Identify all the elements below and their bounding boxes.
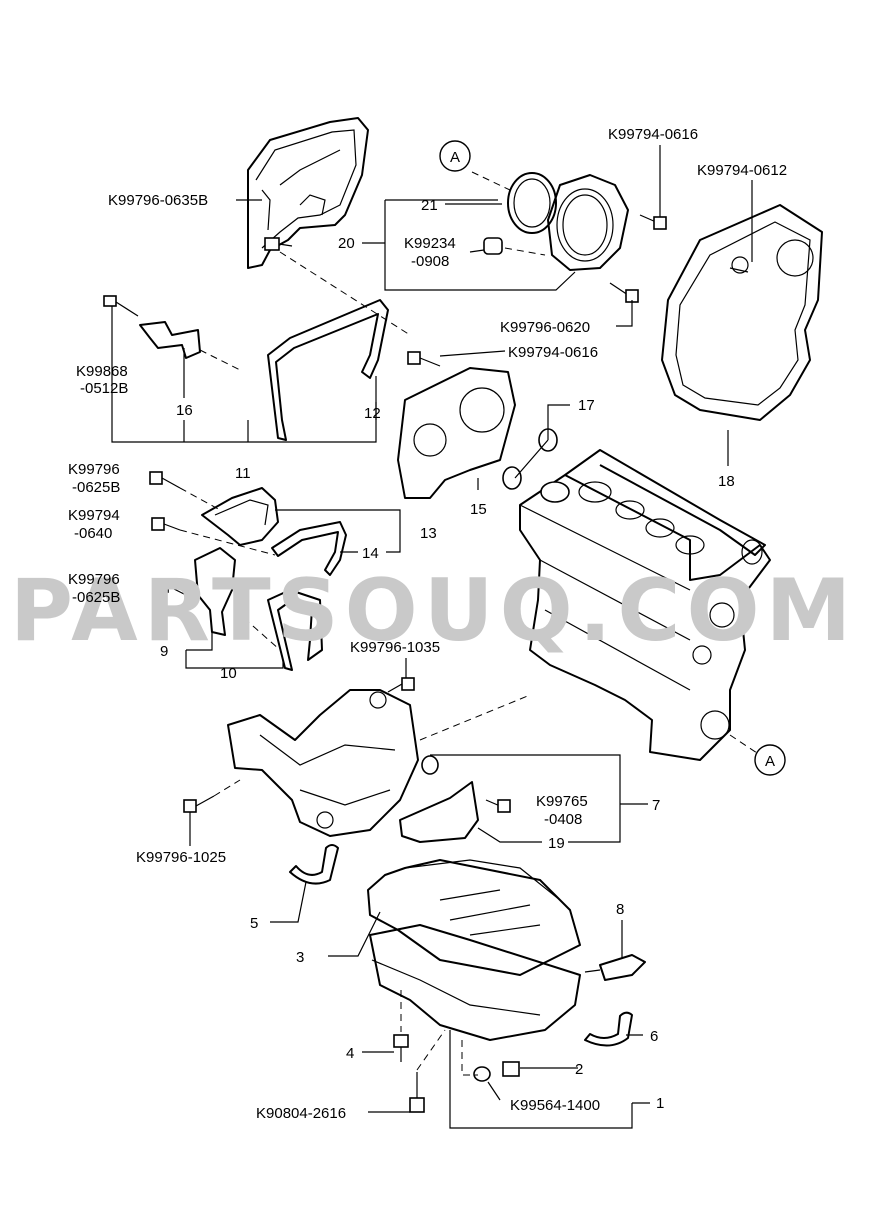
bolt-0616-mid[interactable] xyxy=(407,351,441,367)
callout-21[interactable]: 21 xyxy=(421,197,438,214)
ref-a-bottom-label: A xyxy=(765,753,775,770)
partno-k90804-2616[interactable]: K90804-2616 xyxy=(256,1105,346,1122)
partno-k99234-suffix[interactable]: -0908 xyxy=(411,253,449,270)
gasket-10[interactable] xyxy=(267,589,323,671)
partno-k99796-0635b[interactable]: K99796-0635B xyxy=(108,192,208,209)
bolt-2616[interactable] xyxy=(409,1072,425,1113)
callout-16[interactable]: 16 xyxy=(176,402,193,419)
partno-k99868[interactable]: K99868 xyxy=(76,363,128,380)
callout-5[interactable]: 5 xyxy=(250,915,258,932)
callout-11[interactable]: 11 xyxy=(235,465,251,482)
oil-pan[interactable] xyxy=(369,924,581,1041)
bolt-1025[interactable] xyxy=(183,795,215,813)
dowel-7[interactable] xyxy=(421,755,439,775)
ref-a-top: A xyxy=(439,140,471,172)
dash-ref-a-bottom xyxy=(729,734,761,756)
callout-7[interactable]: 7 xyxy=(652,797,660,814)
dash-dowel xyxy=(504,247,546,256)
ref-a-top-label: A xyxy=(450,149,460,166)
partno-k99794-0616-top[interactable]: K99794-0616 xyxy=(608,126,698,143)
oil-seal-17[interactable] xyxy=(502,428,558,490)
partno-k99564-1400[interactable]: K99564-1400 xyxy=(510,1097,600,1114)
drain-plug-2[interactable] xyxy=(502,1061,520,1077)
oil-pan-baffle-3[interactable] xyxy=(367,859,581,976)
leader-lines xyxy=(111,145,753,1129)
callout-1[interactable]: 1 xyxy=(656,1095,664,1112)
dash-bracket-16 xyxy=(199,349,241,371)
callout-6[interactable]: 6 xyxy=(650,1028,658,1045)
partno-k99794[interactable]: K99794 xyxy=(68,507,120,524)
callout-9[interactable]: 9 xyxy=(160,643,168,660)
partno-k99796-b[interactable]: K99796 xyxy=(68,571,120,588)
dash-0640 xyxy=(179,529,276,556)
partno-k99796-a[interactable]: K99796 xyxy=(68,461,120,478)
upper-timing-cover[interactable] xyxy=(247,117,369,269)
callout-4[interactable]: 4 xyxy=(346,1045,354,1062)
oil-pump-body[interactable] xyxy=(227,689,419,837)
partno-k99796-1025[interactable]: K99796-1025 xyxy=(136,849,226,866)
bolt-0640[interactable] xyxy=(151,517,181,531)
dowel-k99234[interactable] xyxy=(483,237,503,255)
callout-13[interactable]: 13 xyxy=(420,525,437,542)
bolt-0408[interactable] xyxy=(485,799,511,813)
stiffener-plate-19[interactable] xyxy=(399,781,479,843)
partno-k99796-a-suffix[interactable]: -0625B xyxy=(72,479,120,496)
timing-backing-plate-15[interactable] xyxy=(397,367,516,499)
callout-8[interactable]: 8 xyxy=(616,901,624,918)
oil-seal-21[interactable] xyxy=(507,172,557,234)
middle-cover-13[interactable] xyxy=(201,487,279,546)
callout-3[interactable]: 3 xyxy=(296,949,304,966)
partno-k99796-1035[interactable]: K99796-1035 xyxy=(350,639,440,656)
bolt-0616-top[interactable] xyxy=(639,214,667,230)
dash-pump-block xyxy=(419,694,531,741)
bolt-0625b-a[interactable] xyxy=(149,471,181,489)
bolt-0625b-b[interactable] xyxy=(155,579,189,597)
dash-upper-cover xyxy=(279,251,411,336)
bracket-16[interactable] xyxy=(139,321,201,359)
partno-k99794-suffix[interactable]: -0640 xyxy=(74,525,112,542)
bolt-0635b[interactable] xyxy=(264,237,293,251)
dash-lower-cover xyxy=(234,609,281,651)
dash-bolt-2616 xyxy=(416,1029,446,1071)
watermark: PARTSOUQ.COM xyxy=(10,561,857,661)
dash-ref-a-top xyxy=(471,171,511,191)
bolt-0512b[interactable] xyxy=(103,295,139,317)
oil-level-sensor-8[interactable] xyxy=(584,954,646,981)
callout-10[interactable]: 10 xyxy=(220,665,237,682)
washer-1400[interactable] xyxy=(473,1066,491,1082)
partno-k99765[interactable]: K99765 xyxy=(536,793,588,810)
dash-1025 xyxy=(213,779,241,797)
partno-k99868-suffix[interactable]: -0512B xyxy=(80,380,128,397)
engine-block[interactable] xyxy=(519,449,771,761)
lower-cover-9[interactable] xyxy=(194,547,236,636)
partno-k99794-0612[interactable]: K99794-0612 xyxy=(697,162,787,179)
bolt-0620[interactable] xyxy=(609,282,639,303)
callout-20[interactable]: 20 xyxy=(338,235,355,252)
rear-seal-retainer[interactable] xyxy=(547,174,629,271)
partno-k99234[interactable]: K99234 xyxy=(404,235,456,252)
bolt-1035[interactable] xyxy=(387,677,415,693)
end-plate-18[interactable] xyxy=(661,204,823,421)
partno-k99794-0616-mid[interactable]: K99794-0616 xyxy=(508,344,598,361)
gasket-14[interactable] xyxy=(271,521,347,576)
bolt-4[interactable] xyxy=(393,1034,409,1062)
callout-17[interactable]: 17 xyxy=(578,397,595,414)
callout-2[interactable]: 2 xyxy=(575,1061,583,1078)
partno-k99796-0620[interactable]: K99796-0620 xyxy=(500,319,590,336)
seal-6[interactable] xyxy=(584,1011,633,1047)
callout-14[interactable]: 14 xyxy=(362,545,379,562)
callout-19[interactable]: 19 xyxy=(548,835,565,852)
dash-0625b-a xyxy=(179,487,221,511)
partno-k99765-suffix[interactable]: -0408 xyxy=(544,811,582,828)
gasket-12[interactable] xyxy=(267,299,389,441)
seal-5[interactable] xyxy=(289,844,339,885)
partno-k99796-b-suffix[interactable]: -0625B xyxy=(72,589,120,606)
callout-12[interactable]: 12 xyxy=(364,405,381,422)
callout-15[interactable]: 15 xyxy=(470,501,487,518)
ref-a-bottom: A xyxy=(754,744,786,776)
callout-18[interactable]: 18 xyxy=(718,473,735,490)
bolt-0612[interactable] xyxy=(729,267,749,273)
